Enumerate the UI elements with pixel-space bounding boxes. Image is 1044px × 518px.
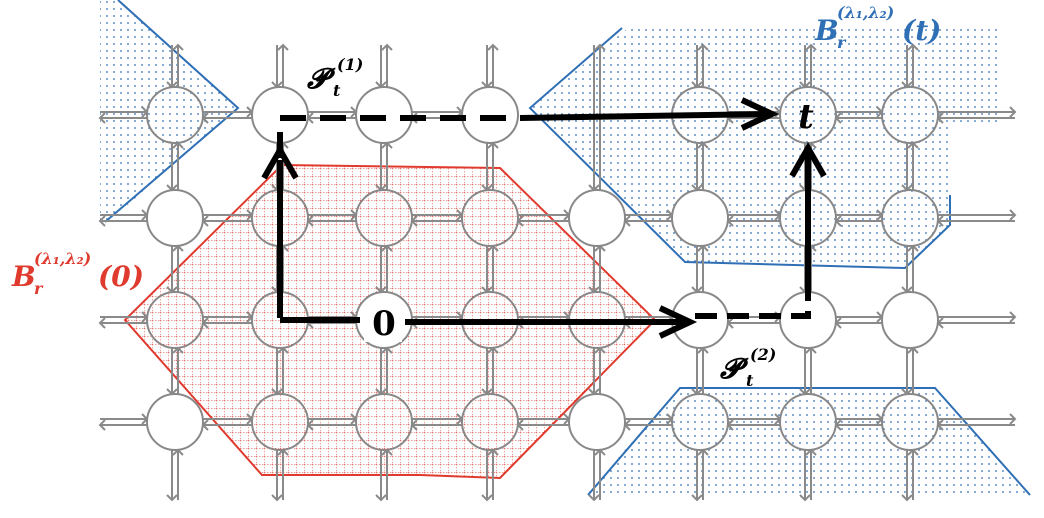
edge-left-3-back-head	[98, 419, 106, 431]
path-1-main: 𝓟	[307, 62, 336, 95]
edge-right-0-fwd-head	[1009, 106, 1017, 118]
path-1-group	[261, 97, 780, 318]
ball-origin-label: B r (λ₁,λ₂) (0)	[11, 249, 144, 298]
path-1-arrowhead-up	[261, 143, 299, 180]
blue-region-top-left-border	[104, 0, 240, 223]
ball-origin-sub: r	[34, 279, 44, 298]
lattice-node-2-3	[355, 393, 413, 451]
path-2-arrowhead-up	[789, 141, 827, 178]
edge-bottom-4-down-head	[588, 494, 600, 502]
lattice-node-3-1	[461, 189, 519, 247]
edge-top-2-up-head	[381, 43, 393, 51]
lattice-node-4-1	[568, 189, 626, 247]
lattice-node-7-2	[881, 291, 939, 349]
path-1-label: 𝓟 t (1)	[307, 55, 363, 100]
lattice-node-4-3	[568, 393, 626, 451]
lattice-node-0-3	[146, 393, 204, 451]
ball-origin-arg: (0)	[98, 260, 144, 293]
edge-bottom-6-down-head	[799, 494, 811, 502]
path-2-main: 𝓟	[720, 352, 749, 385]
ball-target-arg: (t)	[902, 14, 941, 47]
lattice-node-1-3	[251, 393, 309, 451]
path-2-sub: t	[746, 371, 754, 390]
ball-target-sub: r	[837, 33, 847, 52]
blue-region-top-right	[530, 28, 1000, 268]
lattice-node-6-3	[779, 393, 837, 451]
edge-left-0-back-head	[98, 112, 106, 124]
edge-bottom-3-down-head	[481, 494, 493, 502]
path-1-arrowhead-right	[740, 97, 780, 131]
edge-bottom-5-down-head	[691, 494, 703, 502]
path-2-arrowhead-right	[658, 305, 698, 339]
ball-target-sup: (λ₁,λ₂)	[837, 3, 894, 22]
edge-top-1-up-head	[277, 43, 289, 51]
edge-top-0-up-head	[172, 43, 184, 51]
edge-right-2-fwd-head	[1009, 311, 1017, 323]
lattice-edges	[98, 43, 1017, 502]
edge-bottom-1-down-head	[271, 494, 283, 502]
lattice-node-2-1	[355, 189, 413, 247]
ball-target-label: B r (λ₁,λ₂) (t)	[814, 3, 941, 52]
lattice-node-5-3	[671, 393, 729, 451]
edge-left-2-back-head	[98, 317, 106, 329]
lattice-node-3-3	[461, 393, 519, 451]
path-2-dashed	[695, 300, 811, 319]
edge-top-3-up-head	[487, 43, 499, 51]
edge-right-3-fwd-head	[1009, 413, 1017, 425]
lattice-node-0-0	[146, 86, 204, 144]
lattice-node-7-3	[881, 393, 939, 451]
lattice-node-0-1	[146, 189, 204, 247]
edge-bottom-0-down-head	[166, 494, 178, 502]
path-2-label: 𝓟 t (2)	[720, 345, 776, 390]
origin-label: 0	[372, 304, 396, 344]
origin-label-bg	[364, 304, 402, 342]
edge-bottom-7-down-head	[901, 494, 913, 502]
edge-right-1-fwd-head	[1009, 209, 1017, 221]
path-1-horizontal-solid	[519, 111, 771, 121]
lattice-node-7-1	[881, 189, 939, 247]
path-1-dashed	[277, 115, 520, 318]
edge-bottom-2-down-head	[375, 494, 387, 502]
target-label: t	[798, 97, 814, 137]
lattice-node-7-0	[881, 86, 939, 144]
edge-left-1-back-head	[98, 215, 106, 227]
edge-top-7-up-head	[907, 43, 919, 51]
edge-top-6-up-head	[805, 43, 817, 51]
ball-target-main: B	[814, 14, 839, 47]
path-2-group	[280, 141, 827, 339]
blue-region-bottom-right-border	[587, 387, 1031, 496]
edge-top-5-up-head	[697, 43, 709, 51]
lattice-node-5-1	[671, 189, 729, 247]
lattice-node-0-2	[146, 291, 204, 349]
path-1-sub: t	[333, 81, 341, 100]
ball-origin-main: B	[11, 260, 36, 293]
path-1-sup: (1)	[337, 55, 363, 74]
ball-origin-sup: (λ₁,λ₂)	[34, 249, 91, 268]
path-2-sup: (2)	[750, 345, 776, 364]
edge-top-4-up-head	[594, 43, 606, 51]
